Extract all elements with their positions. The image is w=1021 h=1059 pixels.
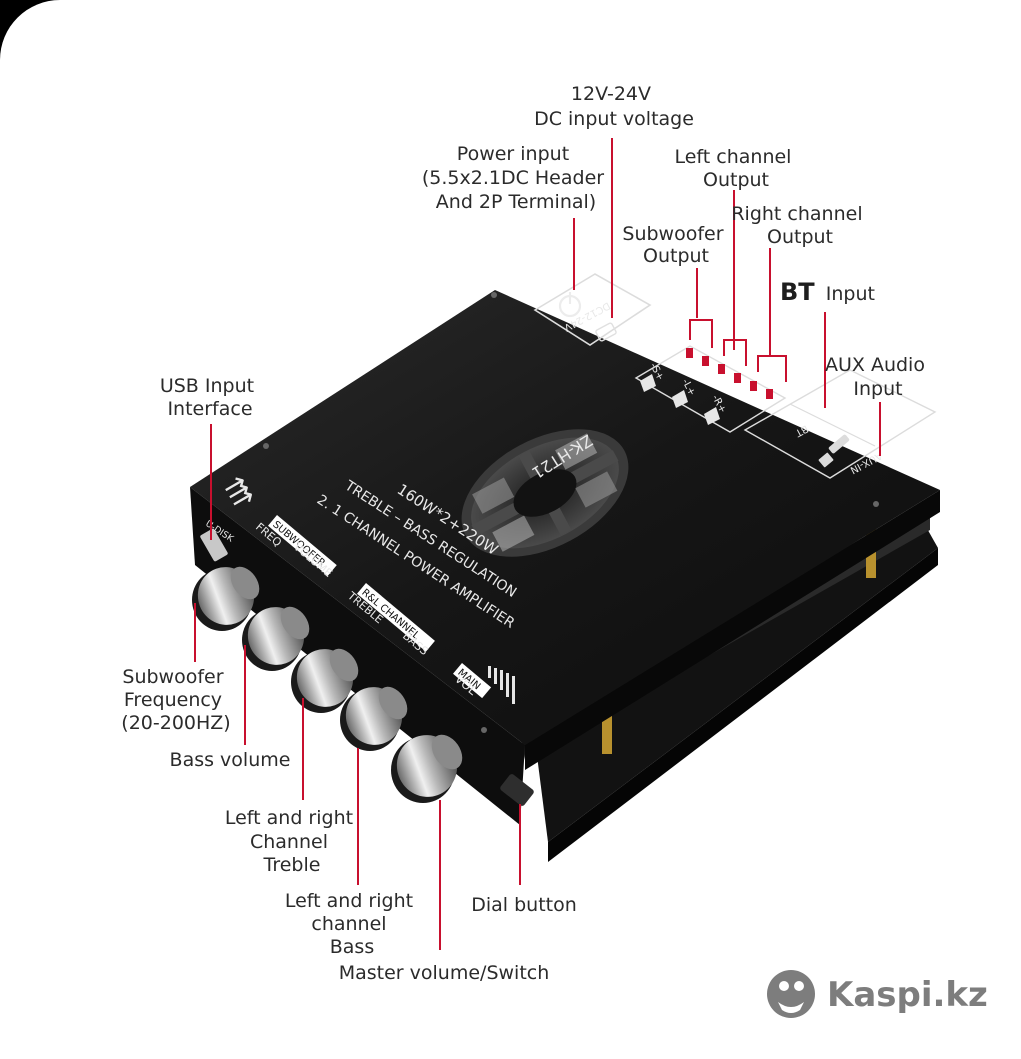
label-bt-input: BT Input	[780, 278, 875, 306]
label-dial-button: Dial button	[471, 894, 577, 916]
label-master-volume: Master volume/Switch	[339, 962, 550, 984]
pointer-right-bracket	[757, 355, 787, 382]
pointer-sub-bracket	[689, 319, 713, 348]
bt-aux-block	[743, 369, 937, 479]
dial-button[interactable]	[499, 773, 535, 807]
kaspi-logo: Kaspi.kz	[767, 970, 988, 1018]
kaspi-watermark-text: Kaspi.kz	[827, 975, 988, 1015]
pointer-lines	[194, 138, 881, 950]
amplifier-board: DC12-24V -S+ -L+ -R+ BT AUX-IN	[190, 273, 940, 862]
cooling-fan	[461, 429, 629, 557]
speaker-icon-right	[704, 407, 720, 425]
label-lr-bass: Left and right channel Bass	[285, 890, 419, 958]
lower-pcb	[535, 525, 938, 842]
speaker-icon-sub	[640, 374, 656, 392]
label-subwoofer-frequency: Subwoofer Frequency (20-200HZ)	[121, 666, 230, 734]
side-panel	[525, 490, 940, 770]
speaker-icon-left	[672, 390, 688, 408]
kaspi-logo-icon	[767, 970, 815, 1018]
label-power-input: Power input (5.5x2.1DC Header And 2P Ter…	[422, 143, 610, 213]
standoff	[602, 702, 612, 754]
knob-master-volume[interactable]	[388, 727, 468, 806]
lower-pcb-edge	[548, 548, 938, 862]
knob-lr-treble[interactable]	[289, 641, 364, 715]
label-usb-input: USB Input Interface	[160, 375, 260, 420]
screw	[481, 727, 487, 733]
label-dc-voltage: 12V-24V DC input voltage	[534, 83, 694, 130]
label-bass-volume: Bass volume	[170, 749, 291, 771]
screw	[491, 292, 497, 298]
subwoofer-box	[268, 515, 337, 576]
dc-jack-icon	[595, 322, 617, 342]
label-right-output: Right channel Output	[731, 203, 868, 248]
speaker-terminal-pins	[686, 348, 773, 399]
pointer-left-bracket	[723, 339, 747, 366]
label-left-output: Left channel Output	[674, 146, 797, 191]
rl-channel-box	[357, 582, 435, 652]
knob-lr-bass[interactable]	[338, 679, 413, 753]
knob-subwoofer-frequency[interactable]	[190, 559, 265, 633]
aux-jack-icon	[828, 434, 850, 454]
knob-bass-volume[interactable]	[240, 599, 315, 673]
label-subwoofer-output: Subwoofer Output	[622, 223, 729, 267]
screw	[263, 443, 269, 449]
label-lr-treble: Left and right Channel Treble	[225, 807, 359, 876]
screw	[873, 501, 879, 507]
speaker-terminal-block	[634, 345, 787, 433]
usb-port	[200, 528, 228, 562]
main-box	[453, 663, 492, 699]
volume-bars-icon	[488, 666, 515, 704]
label-aux-input: AUX Audio Input	[825, 354, 931, 400]
